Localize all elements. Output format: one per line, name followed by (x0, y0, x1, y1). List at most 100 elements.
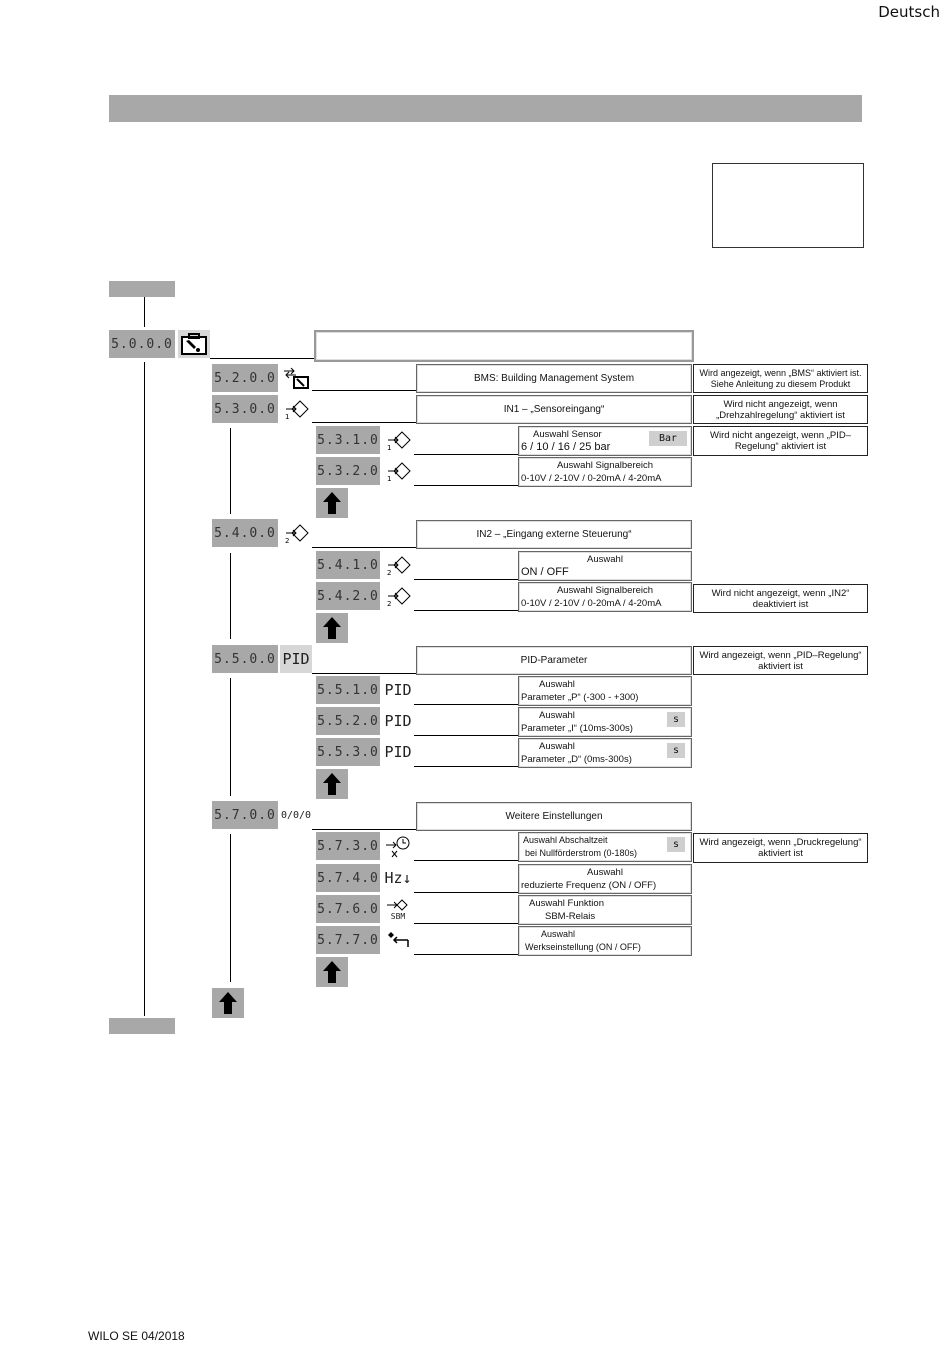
menu-5420-value: 0-10V / 2-10V / 0-20mA / 4-20mA (521, 598, 662, 609)
connector-5400-sub (230, 553, 231, 639)
connector-5320 (414, 485, 518, 486)
menu-5740-value: reduzierte Frequenz (ON / OFF) (521, 880, 657, 891)
menu-5510-value: Parameter „P“ (-300 - +300) (521, 692, 639, 703)
menu-5310-title: Auswahl Sensor (533, 429, 602, 440)
menu-code-5740[interactable]: 5.7.4.0 (316, 864, 380, 892)
menu-5510-title: Auswahl (539, 679, 575, 690)
connector-5200 (312, 390, 416, 391)
menu-5420-title: Auswahl Signalbereich (556, 585, 654, 596)
sbm-relay-icon: SBM (382, 895, 414, 923)
menu-code-5700[interactable]: 5.7.0.0 (212, 801, 278, 829)
unit-badge: Bar (648, 431, 687, 446)
menu-tab-bottom (109, 1018, 175, 1034)
sbm-label: SBM (390, 911, 406, 921)
connector-5310 (414, 454, 518, 455)
back-arrow-icon[interactable] (316, 488, 348, 518)
timer-icon (382, 832, 414, 860)
menu-5760[interactable]: Auswahl Funktion SBM-Relais (518, 895, 692, 925)
menu-5520-value: Parameter „I“ (10ms-300s) (521, 723, 633, 734)
factory-reset-icon (382, 926, 414, 954)
menu-5730-title: Auswahl Abschaltzeit (523, 835, 608, 845)
input2-icon: 2 (382, 551, 414, 579)
menu-code-5760[interactable]: 5.7.6.0 (316, 895, 380, 923)
input2-icon: 2 (280, 519, 312, 547)
connector-5500 (312, 673, 416, 674)
note-5500: Wird angezeigt, wenn „PID–Regelung“ akti… (693, 646, 868, 675)
connector-5700 (312, 829, 416, 830)
frequency-down-icon: Hz↓ (382, 864, 414, 892)
menu-code-5400[interactable]: 5.4.0.0 (212, 519, 278, 547)
svg-text:1: 1 (285, 413, 289, 421)
input1-icon: 1 (382, 457, 414, 485)
back-arrow-icon[interactable] (316, 957, 348, 987)
menu-5410-title: Auswahl (587, 554, 623, 565)
wrench-case-icon (178, 330, 210, 358)
input1-icon: 1 (280, 395, 312, 423)
menu-5310[interactable]: Auswahl Sensor 6 / 10 / 16 / 25 bar Bar (518, 426, 692, 456)
menu-code-5730[interactable]: 5.7.3.0 (316, 832, 380, 860)
menu-5510[interactable]: Auswahl Parameter „P“ (-300 - +300) (518, 676, 692, 706)
connector-5740 (414, 892, 518, 893)
menu-5730[interactable]: Auswahl Abschaltzeit bei Nullförderstrom… (518, 832, 692, 862)
menu-code-5770[interactable]: 5.7.7.0 (316, 926, 380, 954)
note-5200: Wird angezeigt, wenn „BMS“ aktiviert ist… (693, 364, 868, 393)
menu-5520-title: Auswahl (539, 710, 575, 721)
info-box (712, 163, 864, 248)
menu-5410-value: ON / OFF (521, 566, 569, 578)
connector-5730 (414, 860, 518, 861)
menu-code-5310[interactable]: 5.3.1.0 (316, 426, 380, 454)
section-banner (109, 95, 862, 122)
language-label: Deutsch (878, 3, 940, 21)
menu-code-5500[interactable]: 5.5.0.0 (212, 645, 278, 673)
connector-5410 (414, 579, 518, 580)
svg-text:1: 1 (387, 444, 391, 452)
menu-5420[interactable]: Auswahl Signalbereich 0-10V / 2-10V / 0-… (518, 582, 692, 612)
menu-5410[interactable]: Auswahl ON / OFF (518, 551, 692, 581)
menu-code-5530[interactable]: 5.5.3.0 (316, 738, 380, 766)
connector-5300-sub (230, 428, 231, 514)
svg-text:2: 2 (387, 600, 391, 608)
menu-5520[interactable]: Auswahl Parameter „I“ (10ms-300s) s (518, 707, 692, 737)
menu-5740[interactable]: Auswahl reduzierte Frequenz (ON / OFF) (518, 864, 692, 894)
menu-code-5410[interactable]: 5.4.1.0 (316, 551, 380, 579)
connector-5000 (210, 358, 314, 359)
menu-5760-value: SBM-Relais (545, 911, 596, 922)
input1-icon: 1 (382, 426, 414, 454)
menu-5770[interactable]: Auswahl Werkseinstellung (ON / OFF) (518, 926, 692, 956)
menu-code-5520[interactable]: 5.5.2.0 (316, 707, 380, 735)
menu-code-5510[interactable]: 5.5.1.0 (316, 676, 380, 704)
note-5420: Wird nicht angezeigt, wenn „IN2“ deaktiv… (693, 584, 868, 613)
connector-5420 (414, 610, 518, 611)
menu-5300[interactable]: IN1 – „Sensoreingang“ (416, 395, 692, 424)
connector-main (144, 362, 145, 1016)
menu-5200[interactable]: BMS: Building Management System (416, 364, 692, 393)
menu-5770-title: Auswahl (541, 929, 576, 939)
menu-5310-value: 6 / 10 / 16 / 25 bar (521, 441, 611, 453)
pid-d-icon: PID (382, 738, 414, 766)
menu-5700[interactable]: Weitere Einstellungen (416, 802, 692, 831)
note-5300: Wird nicht angezeigt, wenn „Drehzahlrege… (693, 395, 868, 424)
connector-5760 (414, 923, 518, 924)
svg-text:2: 2 (387, 569, 391, 577)
menu-5320[interactable]: Auswahl Signalbereich 0-10V / 2-10V / 0-… (518, 457, 692, 487)
back-arrow-icon[interactable] (212, 988, 244, 1018)
footer-text: WILO SE 04/2018 (88, 1329, 185, 1343)
menu-5500[interactable]: PID-Parameter (416, 646, 692, 675)
pid-icon: PID (280, 645, 312, 673)
menu-code-5420[interactable]: 5.4.2.0 (316, 582, 380, 610)
connector-5770 (414, 954, 518, 955)
menu-code-5200[interactable]: 5.2.0.0 (212, 364, 278, 392)
main-menu-box[interactable] (314, 330, 694, 362)
back-arrow-icon[interactable] (316, 613, 348, 643)
note-5730: Wird angezeigt, wenn „Druckregelung“ akt… (693, 833, 868, 863)
menu-code-5300[interactable]: 5.3.0.0 (212, 395, 278, 423)
menu-code-5320[interactable]: 5.3.2.0 (316, 457, 380, 485)
connector-5520 (414, 735, 518, 736)
note-5310: Wird nicht angezeigt, wenn „PID–Regelung… (693, 426, 868, 456)
menu-code-5000[interactable]: 5.0.0.0 (109, 330, 175, 358)
menu-5760-title: Auswahl Funktion (529, 898, 604, 909)
back-arrow-icon[interactable] (316, 769, 348, 799)
menu-5530[interactable]: Auswahl Parameter „D“ (0ms-300s) s (518, 738, 692, 768)
menu-5400[interactable]: IN2 – „Eingang externe Steuerung“ (416, 520, 692, 549)
connector-5400 (312, 547, 416, 548)
